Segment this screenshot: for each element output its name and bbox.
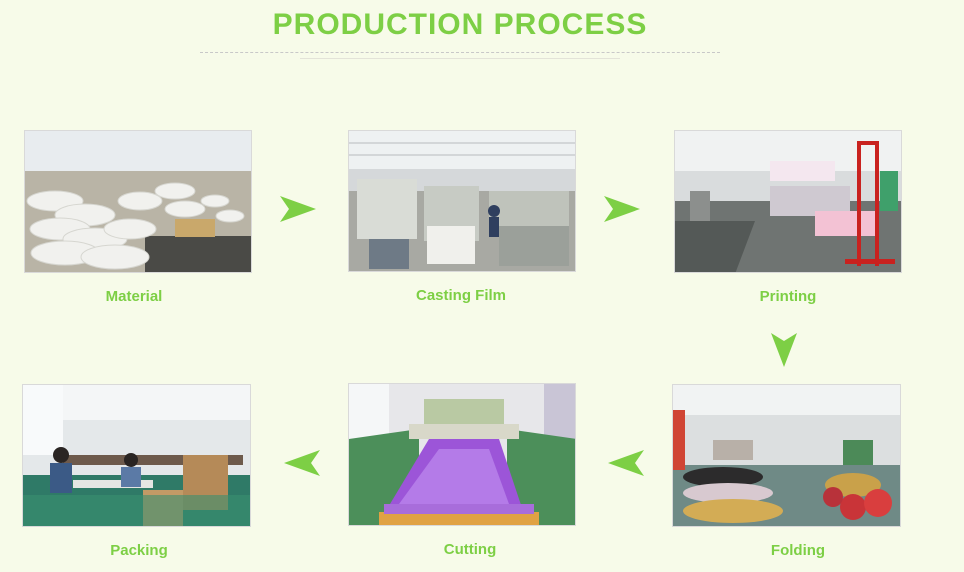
arrow-right-icon	[280, 196, 316, 222]
cutting-label: Cutting	[443, 541, 497, 558]
casting-film-photo	[348, 130, 576, 272]
printing-photo	[674, 130, 902, 273]
title-divider	[200, 52, 720, 53]
arrow-left-icon	[608, 450, 644, 476]
folding-label: Folding	[770, 542, 826, 559]
packing-photo	[22, 384, 251, 527]
material-photo	[24, 130, 252, 273]
page-title: PRODUCTION PROCESS	[272, 8, 648, 41]
casting-film-label: Casting Film	[415, 287, 506, 304]
title-underline	[300, 58, 620, 59]
packing-label: Packing	[110, 542, 168, 559]
folding-photo	[672, 384, 901, 527]
arrow-right-icon	[604, 196, 640, 222]
arrow-down-icon	[771, 333, 797, 367]
cutting-photo	[348, 383, 576, 526]
material-label: Material	[105, 288, 163, 305]
arrow-left-icon	[284, 450, 320, 476]
printing-label: Printing	[759, 288, 817, 305]
